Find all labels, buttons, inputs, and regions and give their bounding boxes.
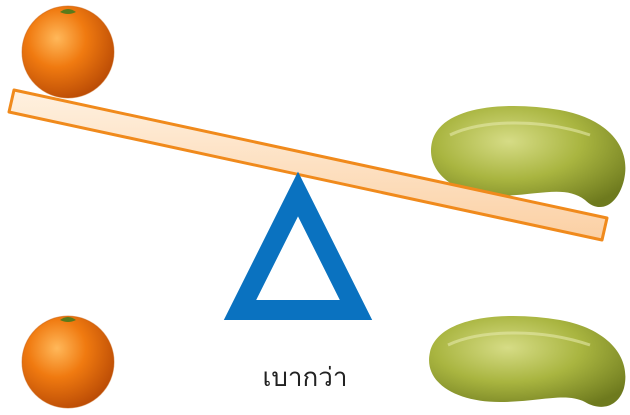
caption-lighter: เบากว่า	[240, 360, 370, 396]
orange-top	[22, 6, 114, 98]
orange-bottom	[22, 316, 114, 408]
fulcrum-triangle	[240, 194, 356, 310]
mango-bottom	[429, 316, 625, 407]
